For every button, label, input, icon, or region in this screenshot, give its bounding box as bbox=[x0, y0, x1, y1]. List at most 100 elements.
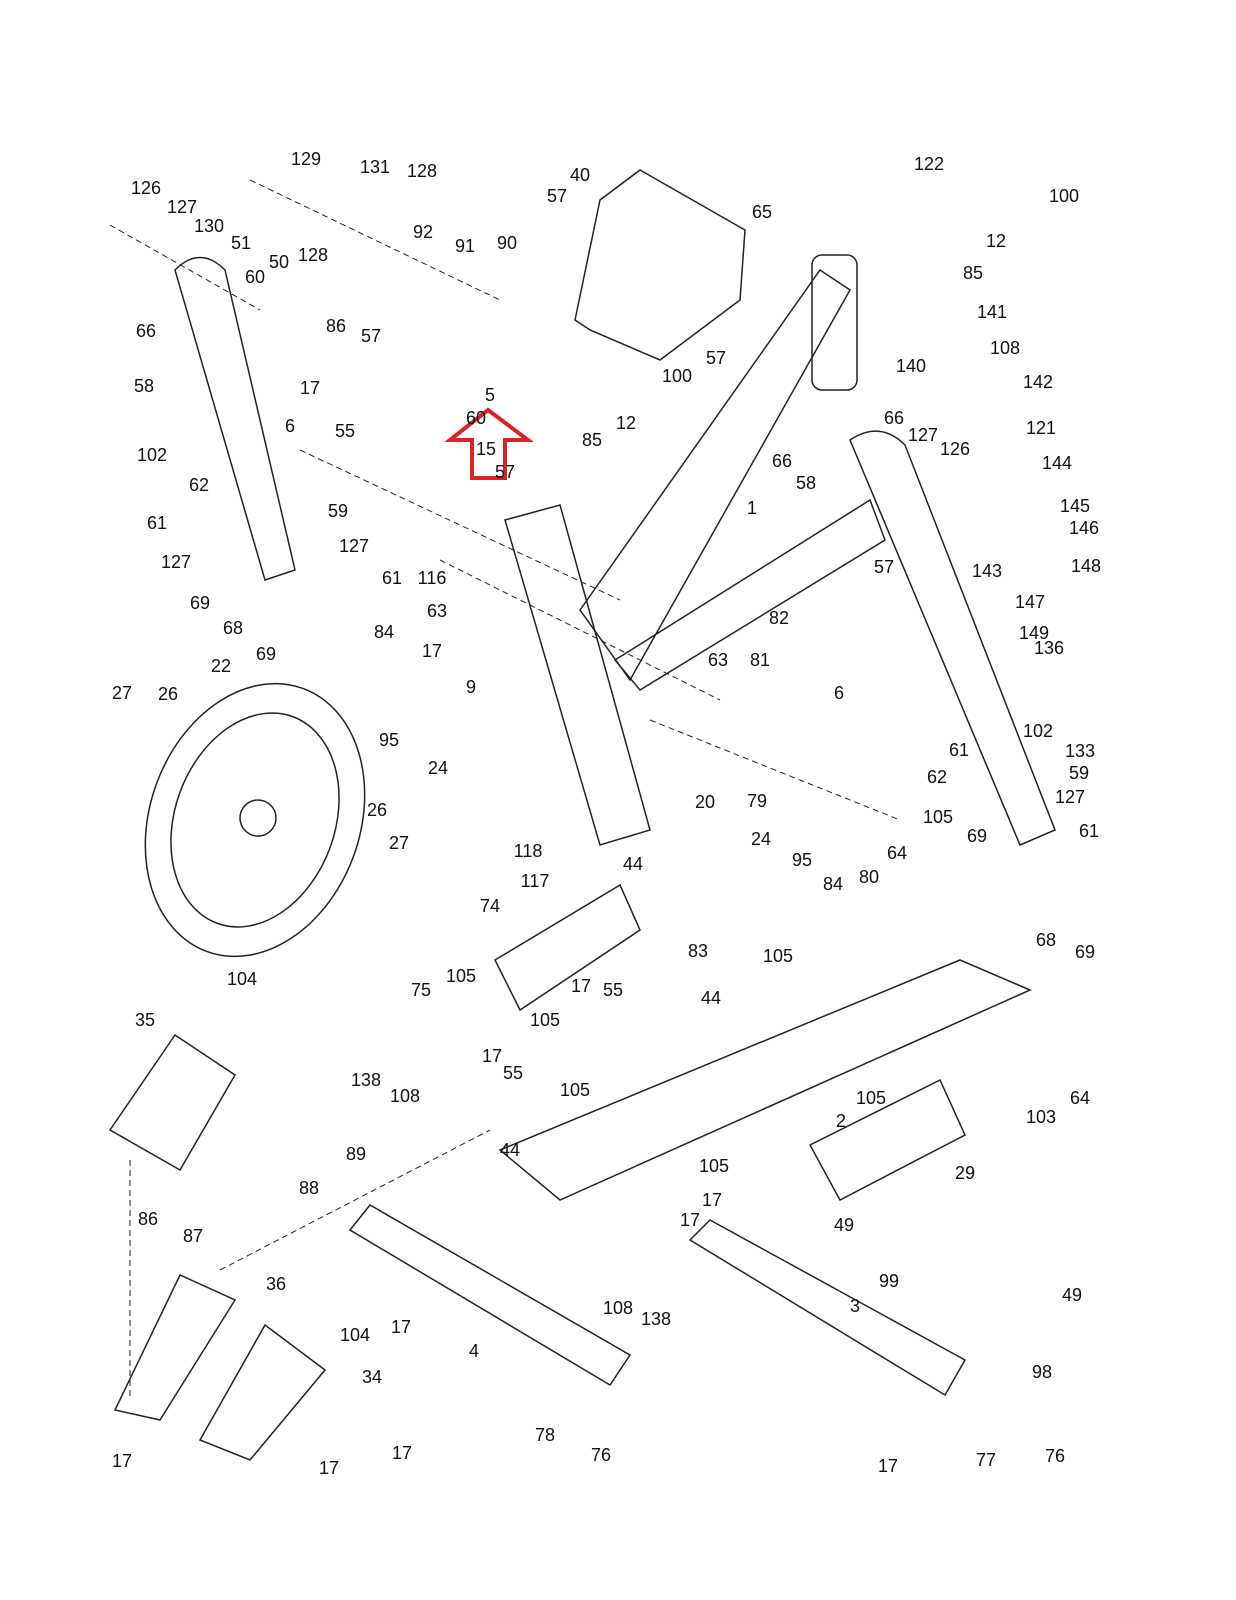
part-label-59: 59 bbox=[327, 501, 349, 521]
part-label-68: 68 bbox=[1035, 930, 1057, 950]
part-label-136: 136 bbox=[1033, 638, 1065, 658]
part-label-17: 17 bbox=[701, 1190, 723, 1210]
part-label-145: 145 bbox=[1059, 496, 1091, 516]
part-label-76: 76 bbox=[1044, 1446, 1066, 1466]
part-label-116: 116 bbox=[417, 568, 447, 588]
part-label-105: 105 bbox=[762, 946, 794, 966]
part-label-148: 148 bbox=[1070, 556, 1102, 576]
part-label-17: 17 bbox=[481, 1046, 503, 1066]
part-label-127: 127 bbox=[907, 425, 939, 445]
part-label-36: 36 bbox=[265, 1274, 287, 1294]
part-label-89: 89 bbox=[345, 1144, 367, 1164]
part-label-83: 83 bbox=[687, 941, 709, 961]
part-label-103: 103 bbox=[1025, 1107, 1057, 1127]
part-label-138: 138 bbox=[350, 1070, 382, 1090]
part-label-61: 61 bbox=[381, 568, 403, 588]
part-label-59: 59 bbox=[1068, 763, 1090, 783]
part-label-44: 44 bbox=[499, 1140, 521, 1160]
part-label-86: 86 bbox=[137, 1209, 159, 1229]
right-upper-arm bbox=[849, 430, 1056, 846]
part-label-77: 77 bbox=[975, 1450, 997, 1470]
part-label-49: 49 bbox=[833, 1215, 855, 1235]
part-label-17: 17 bbox=[299, 378, 321, 398]
flywheel bbox=[144, 682, 366, 958]
part-label-95: 95 bbox=[791, 850, 813, 870]
part-label-127: 127 bbox=[1054, 787, 1086, 807]
part-label-27: 27 bbox=[388, 833, 410, 853]
part-label-74: 74 bbox=[479, 896, 501, 916]
main-frame bbox=[504, 254, 886, 846]
part-label-92: 92 bbox=[412, 222, 434, 242]
part-label-79: 79 bbox=[746, 791, 768, 811]
part-label-60: 60 bbox=[465, 408, 487, 428]
part-label-126: 126 bbox=[939, 439, 971, 459]
part-label-84: 84 bbox=[822, 874, 844, 894]
part-label-44: 44 bbox=[622, 854, 644, 874]
part-label-105: 105 bbox=[698, 1156, 730, 1176]
part-label-105: 105 bbox=[559, 1080, 591, 1100]
part-label-57: 57 bbox=[546, 186, 568, 206]
part-label-69: 69 bbox=[255, 644, 277, 664]
part-label-62: 62 bbox=[188, 475, 210, 495]
part-label-99: 99 bbox=[878, 1271, 900, 1291]
part-label-17: 17 bbox=[570, 976, 592, 996]
part-label-117: 117 bbox=[520, 871, 550, 891]
part-label-86: 86 bbox=[325, 316, 347, 336]
part-label-65: 65 bbox=[751, 202, 773, 222]
part-label-17: 17 bbox=[390, 1317, 412, 1337]
part-label-40: 40 bbox=[569, 165, 591, 185]
part-label-129: 129 bbox=[290, 149, 322, 169]
part-label-22: 22 bbox=[210, 656, 232, 676]
part-label-84: 84 bbox=[373, 622, 395, 642]
part-label-127: 127 bbox=[160, 552, 192, 572]
part-label-17: 17 bbox=[877, 1456, 899, 1476]
part-label-57: 57 bbox=[360, 326, 382, 346]
part-label-146: 146 bbox=[1068, 518, 1100, 538]
part-label-55: 55 bbox=[502, 1063, 524, 1083]
part-label-128: 128 bbox=[406, 161, 438, 181]
part-label-108: 108 bbox=[602, 1298, 634, 1318]
part-label-17: 17 bbox=[679, 1210, 701, 1230]
part-label-76: 76 bbox=[590, 1445, 612, 1465]
part-label-133: 133 bbox=[1064, 741, 1096, 761]
part-label-5: 5 bbox=[484, 385, 496, 405]
part-label-104: 104 bbox=[226, 969, 258, 989]
part-label-4: 4 bbox=[468, 1341, 480, 1361]
part-label-9: 9 bbox=[465, 677, 477, 697]
part-label-64: 64 bbox=[1069, 1088, 1091, 1108]
part-label-27: 27 bbox=[111, 683, 133, 703]
part-label-3: 3 bbox=[849, 1296, 861, 1316]
part-label-87: 87 bbox=[182, 1226, 204, 1246]
part-label-57: 57 bbox=[705, 348, 727, 368]
part-label-17: 17 bbox=[318, 1458, 340, 1478]
part-label-1: 1 bbox=[746, 498, 758, 518]
part-label-35: 35 bbox=[134, 1010, 156, 1030]
part-label-130: 130 bbox=[193, 216, 225, 236]
part-label-20: 20 bbox=[694, 792, 716, 812]
part-label-26: 26 bbox=[366, 800, 388, 820]
part-label-143: 143 bbox=[971, 561, 1003, 581]
part-label-62: 62 bbox=[926, 767, 948, 787]
part-label-102: 102 bbox=[136, 445, 168, 465]
part-label-69: 69 bbox=[1074, 942, 1096, 962]
part-label-69: 69 bbox=[189, 593, 211, 613]
part-label-140: 140 bbox=[895, 356, 927, 376]
part-label-60: 60 bbox=[244, 267, 266, 287]
side-covers bbox=[108, 883, 966, 1461]
part-label-57: 57 bbox=[494, 462, 516, 482]
part-label-29: 29 bbox=[954, 1163, 976, 1183]
part-label-105: 105 bbox=[855, 1088, 887, 1108]
part-label-147: 147 bbox=[1014, 592, 1046, 612]
part-label-66: 66 bbox=[135, 321, 157, 341]
part-label-6: 6 bbox=[284, 416, 296, 436]
part-label-100: 100 bbox=[1048, 186, 1080, 206]
part-label-2: 2 bbox=[835, 1111, 847, 1131]
part-label-17: 17 bbox=[111, 1451, 133, 1471]
part-label-24: 24 bbox=[750, 829, 772, 849]
part-label-26: 26 bbox=[157, 684, 179, 704]
part-label-144: 144 bbox=[1041, 453, 1073, 473]
part-label-82: 82 bbox=[768, 608, 790, 628]
part-label-95: 95 bbox=[378, 730, 400, 750]
part-label-138: 138 bbox=[640, 1309, 672, 1329]
